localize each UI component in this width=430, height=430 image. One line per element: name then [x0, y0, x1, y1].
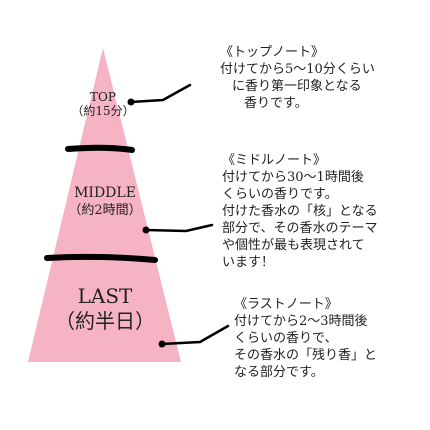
pointer-top: [127, 83, 192, 106]
note-top-line: 付けてから5～10分くらい: [220, 62, 375, 77]
note-last-heading: 《ラストノート》: [234, 297, 338, 312]
tier-last-label: LAST （約半日）: [30, 284, 180, 334]
note-last-line: 付けてから2～3時間後: [234, 314, 368, 329]
pointer-last: [158, 324, 230, 348]
note-middle-line: 付けた香水の「核」となる: [222, 204, 378, 219]
note-top-line: 香りです。: [244, 96, 308, 111]
note-middle-line: くらいの香りです。: [222, 187, 338, 202]
tier-top-label: TOP （約15分）: [68, 90, 138, 119]
note-middle-line: や個性が最も表現されて: [222, 238, 365, 253]
note-last-line: なる部分です。: [234, 365, 324, 380]
note-top-line: に香り第一印象となる: [232, 79, 362, 94]
pointer-middle: [142, 223, 214, 234]
tier-top-duration: （約15分）: [71, 104, 135, 118]
tier-middle-label: MIDDLE （約2時間）: [50, 184, 160, 220]
tier-top-name: TOP: [90, 90, 116, 104]
note-middle-heading: 《ミドルノート》: [222, 153, 327, 168]
note-middle-line: 付けてから30～1時間後: [222, 170, 364, 185]
note-middle-line: 部分で、その香水のテーマ: [222, 221, 378, 236]
band-middle-last: [44, 253, 158, 263]
note-top: 《トップノート》 付けてから5～10分くらい に香り第一印象となる 香りです。: [220, 44, 375, 112]
pyramid-shape: [28, 48, 181, 362]
note-middle: 《ミドルノート》 付けてから30～1時間後 くらいの香りです。 付けた香水の「核…: [222, 152, 378, 271]
note-last-line: その香水の「残り香」と: [234, 348, 378, 363]
note-last: 《ラストノート》 付けてから2～3時間後 くらいの香りで、 その香水の「残り香」…: [234, 296, 377, 381]
tier-middle-duration: （約2時間）: [68, 203, 142, 218]
band-top-middle: [65, 144, 135, 153]
tier-last-duration: （約半日）: [55, 309, 155, 333]
tier-last-name: LAST: [77, 284, 133, 308]
tier-middle-name: MIDDLE: [74, 185, 136, 201]
note-last-line: くらいの香りで、: [234, 331, 338, 346]
note-top-heading: 《トップノート》: [220, 45, 325, 60]
note-middle-line: います！: [222, 255, 275, 270]
